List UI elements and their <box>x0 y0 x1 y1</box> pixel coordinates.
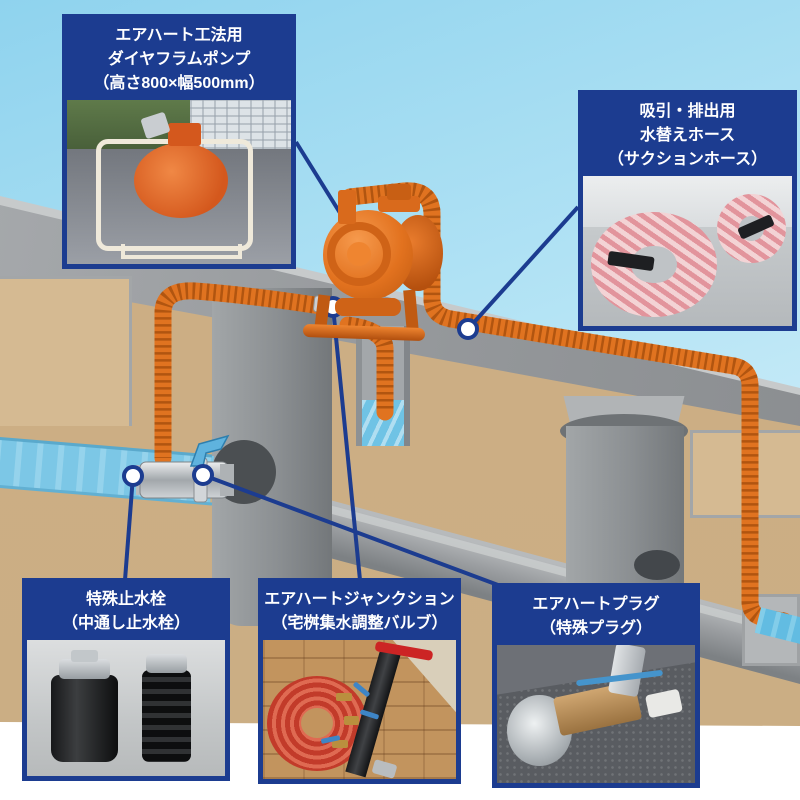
hose-photo <box>583 176 792 326</box>
pump-top-flange <box>378 196 420 212</box>
callout-line: （中通し止水栓） <box>61 615 190 632</box>
leader-plug <box>202 473 499 587</box>
stop-plug-photo <box>27 640 225 776</box>
callout-line: 吸引・排出用 <box>639 103 736 120</box>
stop-valve-assembly <box>136 434 234 503</box>
callout-pump: エアハート工法用 ダイヤフラムポンプ （高さ800×幅500mm） <box>62 14 296 269</box>
callout-hose-title: 吸引・排出用 水替えホース （サクションホース） <box>583 95 792 176</box>
pump-bottom-manifold <box>335 298 401 316</box>
callout-suction-hose: 吸引・排出用 水替えホース （サクションホース） <box>578 90 797 331</box>
callout-stop-plug-title: 特殊止水栓 （中通し止水栓） <box>27 583 225 640</box>
callout-line: エアハートプラグ <box>532 596 660 613</box>
water-pipe-right-stub <box>754 607 800 644</box>
photo-plug-right <box>141 669 192 763</box>
callout-line: 特殊止水栓 <box>85 591 166 608</box>
photo-plug-right-cap <box>145 653 188 673</box>
callout-junction-title: エアハートジャンクション （宅桝集水調整バルブ） <box>263 583 456 640</box>
callout-line: ダイヤフラムポンプ <box>107 51 251 68</box>
callout-line: エアハート工法用 <box>115 27 243 44</box>
leader-junction <box>331 306 362 581</box>
photo-plug-left-cap <box>58 659 111 680</box>
junction-photo <box>263 640 456 779</box>
photo-pump-foot <box>120 244 242 260</box>
leader-dot-stop-plug <box>122 465 144 487</box>
photo-plug-left <box>50 675 119 763</box>
photo-brass-fitting <box>344 716 360 725</box>
discharge-hose-ribs <box>349 182 786 630</box>
photo-pump-body <box>134 142 229 219</box>
pump-hub <box>347 242 371 266</box>
photo-brass-fitting <box>336 692 352 702</box>
pump-leg <box>403 289 419 333</box>
callout-junction: エアハートジャンクション （宅桝集水調整バルブ） <box>258 578 461 784</box>
valve-wall-flange <box>220 464 234 496</box>
callout-line: （特殊プラグ） <box>539 620 652 637</box>
callout-plug: エアハートプラグ （特殊プラグ） <box>492 583 700 788</box>
diaphragm-pump-illustration <box>295 178 443 343</box>
plug-photo <box>497 645 695 783</box>
photo-brass-fitting <box>332 740 348 749</box>
pump-diaphragm-ring <box>327 222 391 286</box>
callout-plug-title: エアハートプラグ （特殊プラグ） <box>497 588 695 645</box>
callout-stop-plug: 特殊止水栓 （中通し止水栓） <box>22 578 230 781</box>
pump-left-port <box>338 190 356 224</box>
pump-top-port <box>387 184 411 200</box>
callout-line: （宅桝集水調整バルブ） <box>271 615 448 632</box>
callout-line: （サクションホース） <box>607 151 768 168</box>
leader-lines <box>123 140 580 587</box>
callout-line: 水替えホース <box>639 127 736 144</box>
callout-pump-title: エアハート工法用 ダイヤフラムポンプ （高さ800×幅500mm） <box>67 19 291 100</box>
leader-dot-plug <box>192 464 214 486</box>
photo-plug-left-spout <box>70 649 99 662</box>
photo-pump-top <box>167 122 202 146</box>
concrete-panel-left <box>0 276 132 426</box>
pump-photo <box>67 100 291 264</box>
leader-dot-hose <box>457 318 479 340</box>
callout-line: （高さ800×幅500mm） <box>93 75 265 92</box>
callout-line: エアハートジャンクション <box>264 591 455 608</box>
leader-hose <box>466 205 580 331</box>
leader-stop-plug <box>123 475 135 581</box>
manhole-pipe-hole <box>634 550 680 580</box>
valve-loop-hose-ribs <box>154 282 336 458</box>
